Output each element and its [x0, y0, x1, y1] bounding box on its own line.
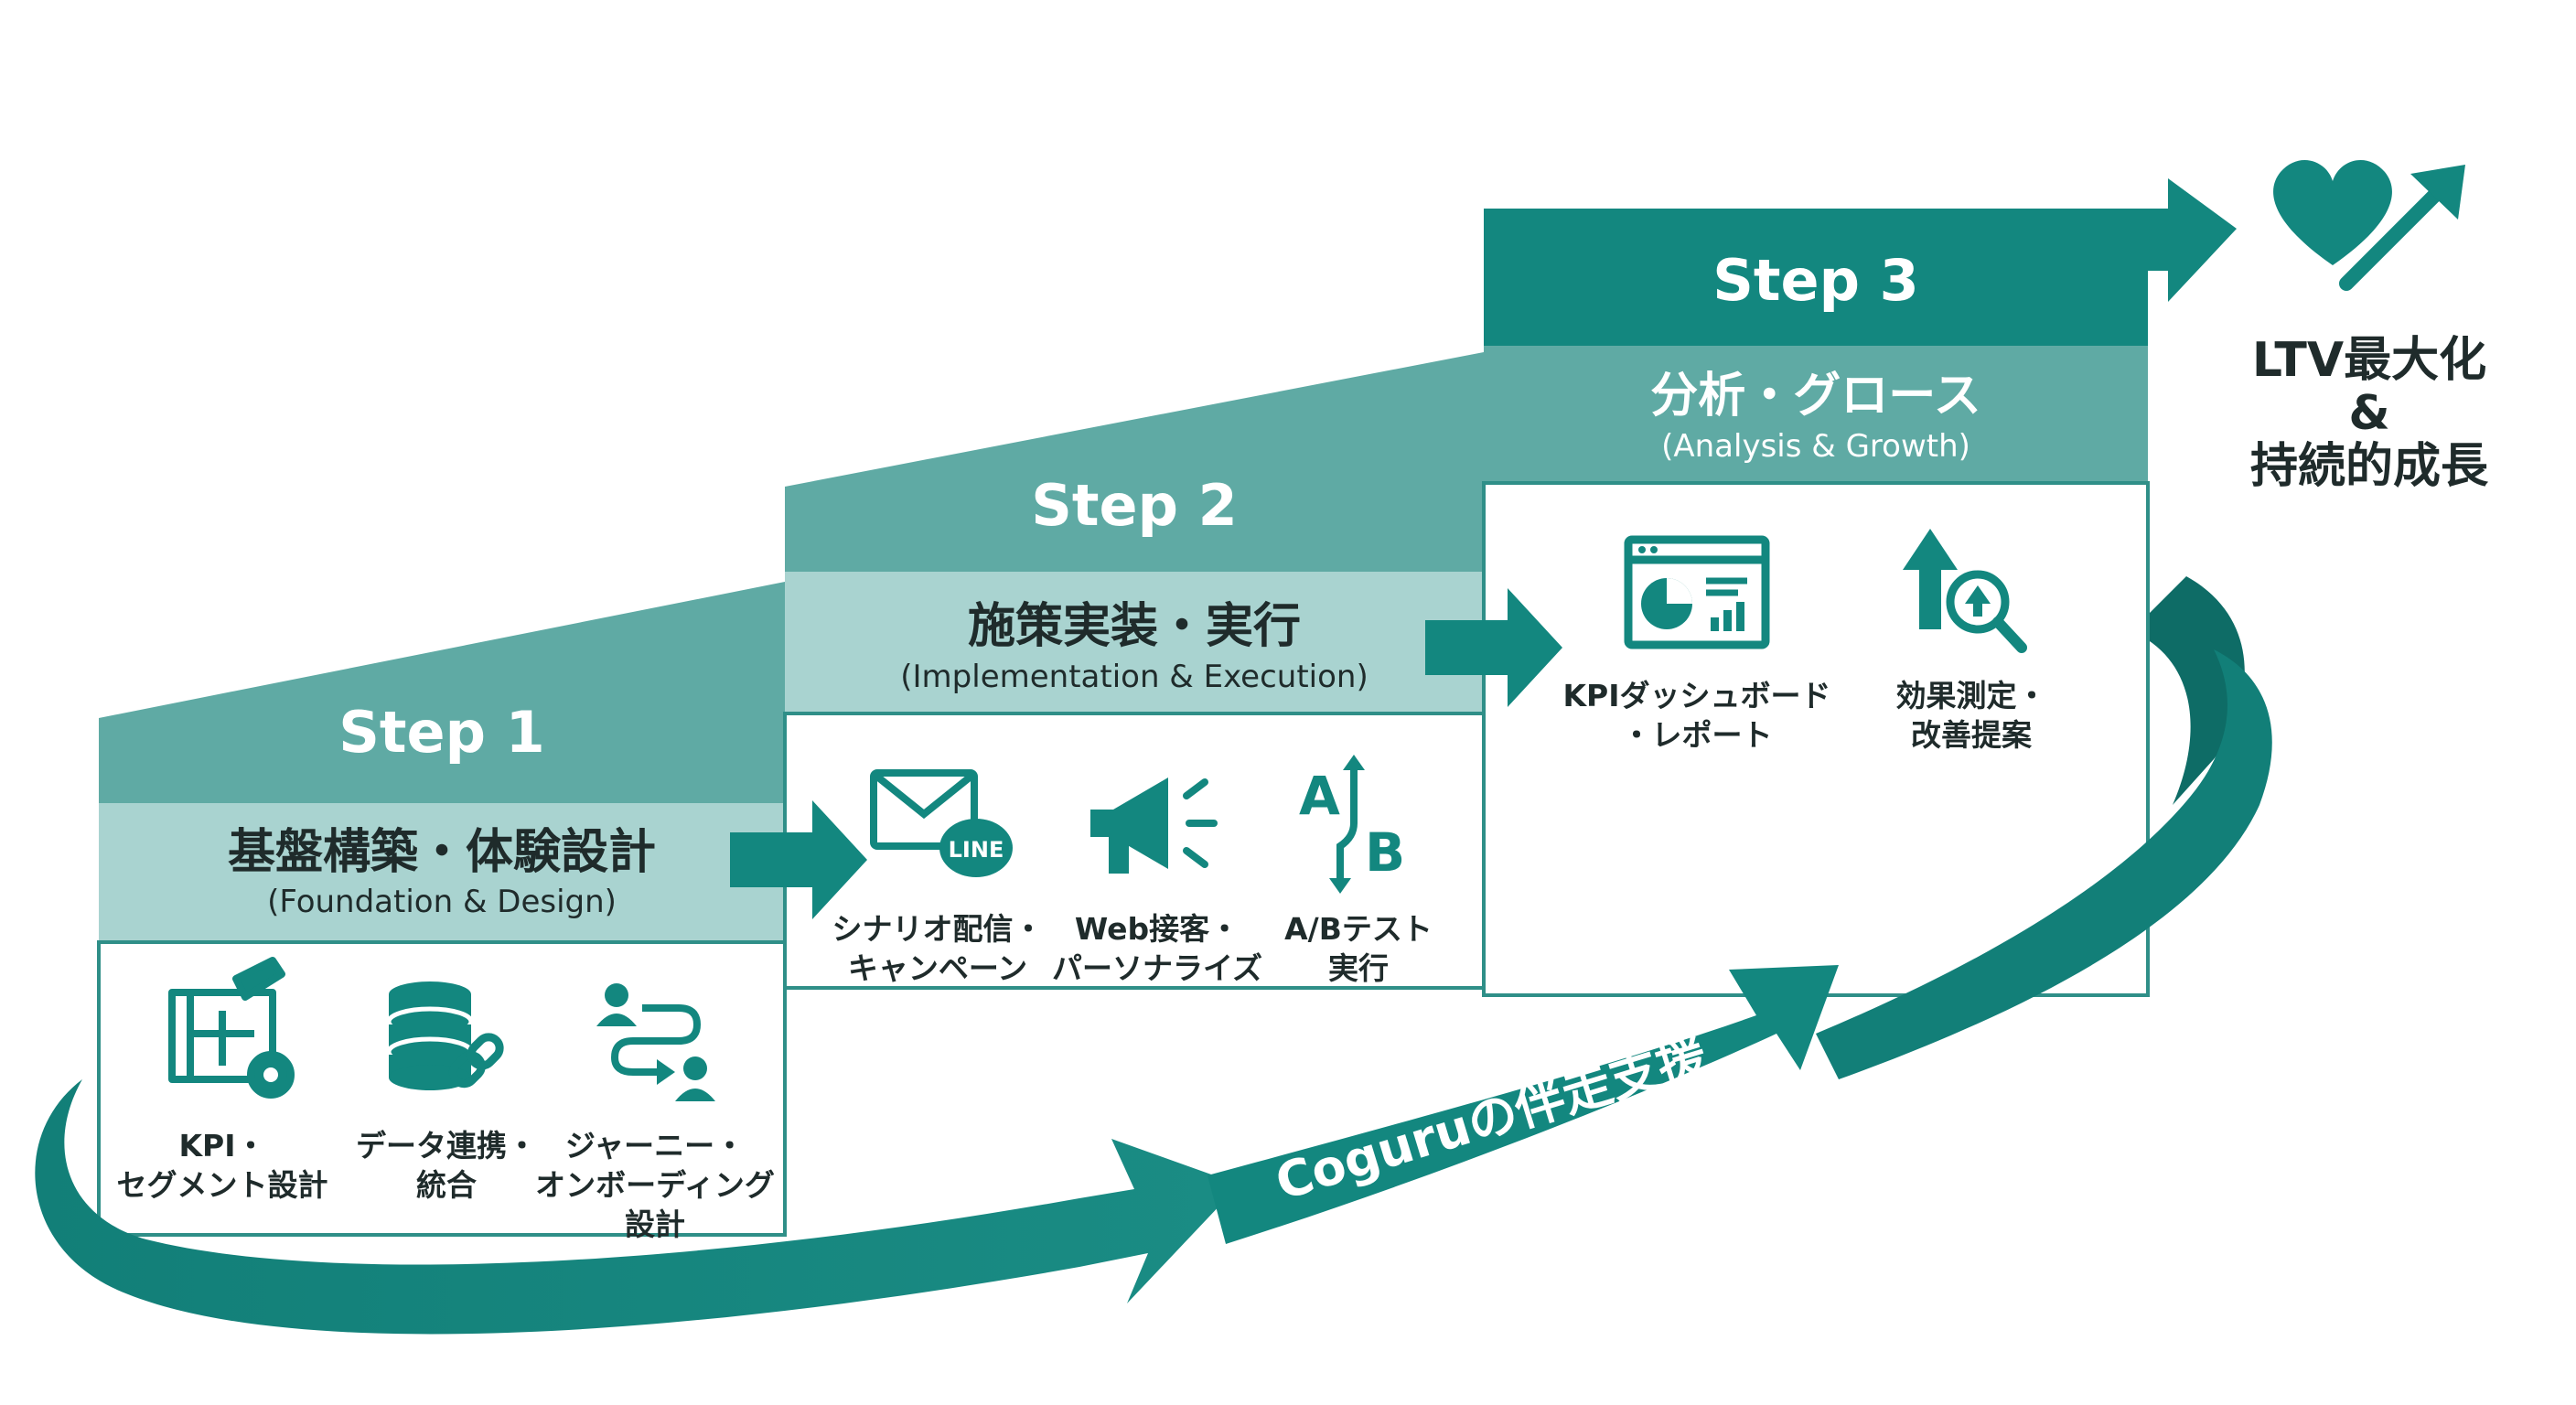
line-badge-text: LINE: [949, 837, 1004, 863]
step-3-item-effect-measurement: 効果測定・ 改善提案: [1895, 678, 2047, 753]
ab-glyph-a: A: [1299, 765, 1340, 827]
step-3-title-band: [1484, 346, 2148, 483]
step-2-item-scenario-campaign: シナリオ配信・ キャンペーン: [832, 911, 1044, 986]
step-3-header: [1484, 209, 2148, 346]
step-2-item-web-personalize: Web接客・ パーソナライズ: [1051, 911, 1262, 986]
support-ribbon: [35, 1079, 1240, 1335]
support-ribbon-front-end: [1816, 649, 2272, 1079]
step-1-to-2-arrow: [730, 800, 867, 919]
step-1-subtitle: (Foundation & Design): [267, 884, 617, 920]
blueprint-gear-icon: [168, 957, 295, 1099]
support-ribbon-middle: [1208, 965, 1839, 1244]
step-2-subtitle: (Implementation & Execution): [900, 659, 1368, 695]
database-link-icon: [386, 981, 504, 1090]
improvement-search-icon: [1903, 529, 2027, 653]
ab-test-icon: A B: [1299, 755, 1405, 894]
kpi-dashboard-icon: [1624, 535, 1770, 649]
step-3-item-kpi-dashboard: KPIダッシュボード ・レポート: [1562, 678, 1831, 753]
step-2-title-band: [785, 572, 1484, 713]
step-2-item-ab-test: A/Bテスト 実行: [1284, 911, 1433, 986]
step-3-box: [1482, 178, 2237, 997]
step-3-body: [1482, 481, 2150, 997]
email-line-icon: LINE: [870, 769, 1013, 877]
step-3-subtitle: (Analysis & Growth): [1661, 428, 1970, 465]
step-3-top-arrow: [2148, 178, 2237, 302]
step-1-item-journey-onboarding: ジャーニー・ オンボーディング 設計: [535, 1128, 775, 1242]
step-2-title: 施策実装・実行: [967, 599, 1301, 654]
step-1-item-data-integration: データ連携・ 統合: [356, 1128, 537, 1203]
step-3-title: 分析・グロース: [1650, 369, 1981, 424]
step-1-title: 基盤構築・体験設計: [227, 825, 656, 880]
journey-users-icon: [596, 983, 715, 1101]
step-2-box: [783, 352, 1486, 990]
megaphone-icon: [1090, 778, 1218, 874]
goal-label: LTV最大化 & 持続的成長: [2249, 333, 2488, 495]
step-1-box: [97, 582, 787, 1237]
step-2-header: [785, 352, 1484, 572]
step-1-label: Step 1: [338, 699, 545, 766]
step-1-item-kpi-segment: KPI・ セグメント設計: [116, 1128, 328, 1203]
step-1-header: [99, 582, 785, 803]
step-3-label: Step 3: [1712, 247, 1919, 314]
support-ribbon-back: [2131, 576, 2245, 805]
step-1-title-band: [99, 803, 785, 942]
heart-growth-arrow-icon: [2273, 159, 2465, 291]
step-2-label: Step 2: [1031, 472, 1238, 539]
step-2-to-3-arrow: [1425, 588, 1562, 707]
ab-glyph-b: B: [1365, 821, 1405, 884]
